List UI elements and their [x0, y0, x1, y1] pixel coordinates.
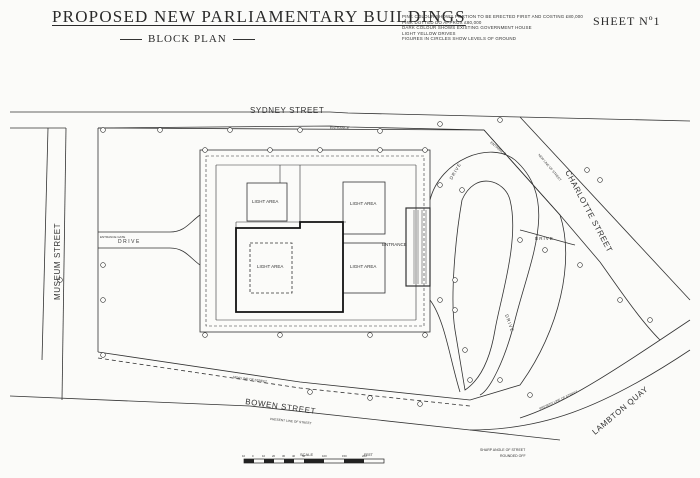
light-area-box-2: [342, 181, 386, 235]
light-area-label-3: LIGHT AREA: [350, 264, 376, 269]
bowen-street-kerb-south: [9, 395, 561, 441]
light-area-box-1: [246, 182, 288, 222]
charlotte-street-label: CHARLOTTE STREET: [563, 169, 614, 254]
entrance-main-label: ENTRANCE: [382, 242, 407, 247]
sheet-number: SHEET Nº1: [593, 14, 661, 28]
legend: PINK COLOUR SHOWS PORTION TO BE ERECTED …: [402, 14, 583, 42]
new-line-street-label-1: NEW LINE OF STREET: [233, 375, 267, 384]
sydney-street-kerb-north: [10, 111, 691, 122]
scale-tick-label: 150: [342, 454, 347, 458]
legend-line-2: PINK DOTTED DO APPROX £80,000: [402, 19, 482, 25]
museum-street-line: [41, 127, 49, 361]
charlotte-street-kerb-east: [519, 116, 691, 301]
drive-label-3: DRIVE: [535, 236, 554, 241]
scale-feet-label: FEET: [364, 453, 374, 457]
loop-drive-outer: [429, 151, 540, 396]
scale-tick-label: 20: [272, 454, 276, 458]
present-line-street: [97, 357, 471, 407]
level-markers: [57, 117, 653, 407]
sharp-angle-label: SHARP ANGLE OF STREET: [480, 448, 526, 452]
scale-tick-label: 50: [302, 454, 306, 458]
drive-label-west: DRIVE: [118, 239, 141, 245]
light-area-label-1: LIGHT AREA: [252, 199, 278, 204]
scale-tick-label: 10: [262, 454, 266, 458]
entrance-gate-label: ENTRANCE GATE: [100, 235, 125, 239]
loop-drive-connector: [429, 299, 461, 393]
sydney-street-label: SYDNEY STREET: [250, 106, 324, 115]
scale-tick-label: 40: [292, 454, 296, 458]
entrance-steps: [413, 210, 427, 284]
drive-label-2: DRIVE: [504, 314, 515, 333]
rounded-off-label: ROUNDED OFF: [500, 454, 526, 458]
scale-label: SCALE: [300, 452, 313, 457]
loop-drive-to-charlotte: [519, 229, 576, 246]
drive-label-1: DRIVE: [449, 162, 463, 181]
scale-tick-label: 100: [322, 454, 327, 458]
legend-line-4: LIGHT YELLOW DRIVES: [402, 30, 456, 36]
lambton-quay-kerb-2: [469, 349, 691, 431]
charlotte-street-corner: [599, 261, 661, 341]
drawing-title: PROPOSED NEW PARLIAMENTARY BUILDINGS: [52, 7, 466, 26]
drawing-subtitle: BLOCK PLAN: [114, 33, 261, 45]
sydney-street-kerb-south: [10, 125, 485, 131]
present-line-street-label-1: PRESENT LINE OF STREET: [270, 417, 312, 425]
museum-street-label: MUSEUM STREET: [53, 223, 62, 300]
legend-line-1: PINK COLOUR SHOWS PORTION TO BE ERECTED …: [402, 14, 584, 19]
west-drive: [98, 214, 201, 266]
entrance-portico: [405, 207, 431, 287]
legend-line-3: DARK COLOUR SHOWS EXISTING GOVERNMENT HO…: [402, 25, 532, 31]
light-area-label-2: LIGHT AREA: [350, 201, 376, 206]
existing-government-house: [235, 221, 344, 313]
scale-tick-label: 200: [362, 454, 367, 458]
building-outline: [199, 149, 431, 333]
site-boundary: [97, 127, 567, 401]
new-line-street-label-2: NEW LINE OF STREET: [537, 153, 562, 182]
legend-line-5: FIGURES IN CIRCLES SHOW LEVELS OF GROUND: [402, 36, 517, 42]
scale-tick-label: 10: [242, 454, 246, 458]
light-area-label-4: LIGHT AREA: [257, 264, 283, 269]
light-area-box-4: [249, 242, 293, 294]
building-inner-line: [205, 155, 425, 327]
loop-drive-inner: [452, 180, 514, 391]
lambton-quay-label: LAMBTON QUAY: [591, 385, 650, 437]
entrance-right-label: ENTRANCE: [489, 141, 507, 157]
bowen-street-label: BOWEN STREET: [245, 397, 317, 416]
present-line-street-label-2: PRESENT LINE OF STREET: [539, 390, 579, 411]
scale-tick-label: 30: [282, 454, 286, 458]
entrance-top-label: ENTRANCE: [330, 126, 350, 130]
bowen-street-kerb-north: [97, 351, 471, 401]
scale-tick-label: 0: [252, 454, 254, 458]
museum-street-kerb-west: [61, 127, 67, 401]
lambton-quay-kerb: [519, 319, 691, 419]
